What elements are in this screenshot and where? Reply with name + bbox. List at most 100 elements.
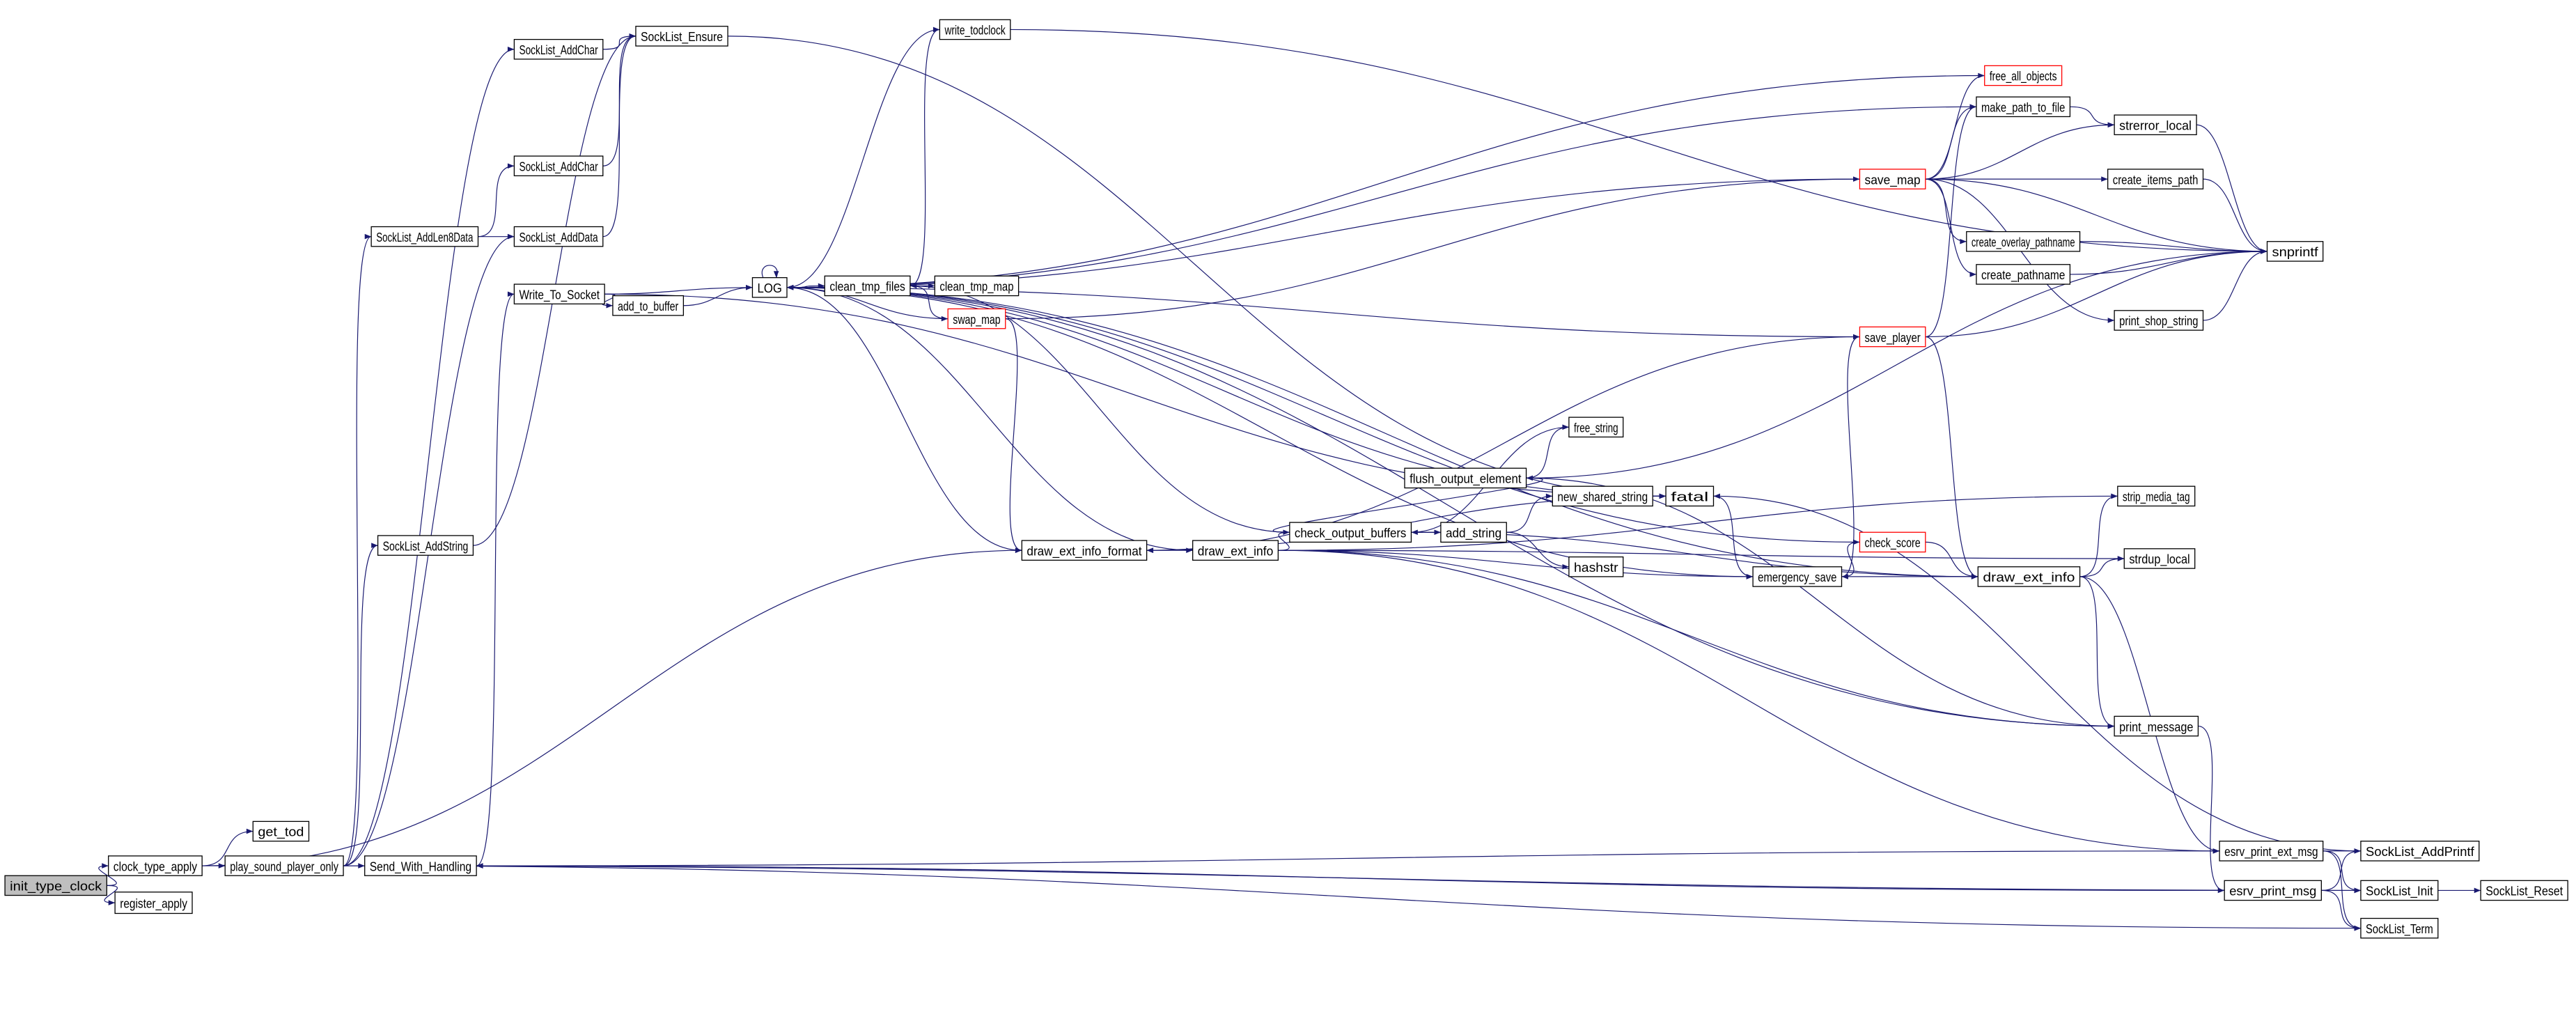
graph-node-clean-tmp-files[interactable]: clean_tmp_files xyxy=(824,275,911,297)
graph-node-fatal[interactable]: fatal xyxy=(1665,485,1715,507)
edge-emergency-save-to-check-score xyxy=(1841,541,1860,577)
node-label: init_type_clock xyxy=(10,879,102,894)
graph-node-strip-media-tag[interactable]: strip_media_tag xyxy=(2117,485,2196,507)
edge-clock-type-apply-to-draw-ext-info-format xyxy=(202,550,1022,866)
edge-create-pathname-to-snprintf xyxy=(2070,251,2267,275)
graph-node-socklist-addstring[interactable]: SockList_AddString xyxy=(377,535,474,556)
node-label: check_output_buffers xyxy=(1295,525,1406,540)
graph-node-add-string[interactable]: add_string xyxy=(1440,522,1507,543)
node-box xyxy=(377,535,474,556)
graph-node-print-message[interactable]: print_message xyxy=(2114,715,2199,737)
arrowhead xyxy=(2261,249,2267,254)
arrowhead xyxy=(773,271,779,278)
node-label: SockList_AddString xyxy=(383,538,469,554)
graph-node-add-to-buffer[interactable]: add_to_buffer xyxy=(612,295,685,316)
graph-node-create-pathname[interactable]: create_pathname xyxy=(1976,264,2071,285)
graph-node-emergency-save[interactable]: emergency_save xyxy=(1752,566,1843,587)
graph-node-draw-ext-info-1[interactable]: draw_ext_info xyxy=(1192,540,1279,561)
edge-free-all-objects-to-log xyxy=(786,75,1985,288)
graph-node-write-todclock[interactable]: write_todclock xyxy=(939,19,1011,40)
graph-node-check-score[interactable]: check_score xyxy=(1859,531,1926,553)
node-label: hashstr xyxy=(1574,560,1618,575)
graph-node-save-map[interactable]: save_map xyxy=(1859,169,1926,189)
graph-node-create-overlay-pathname[interactable]: create_overlay_pathname xyxy=(1966,231,2081,252)
node-box xyxy=(513,38,604,60)
node-label: SockList_AddData xyxy=(519,230,598,245)
node-label: add_to_buffer xyxy=(618,299,678,314)
node-label: write_todclock xyxy=(944,23,1006,38)
node-box xyxy=(2114,715,2199,737)
graph-node-esrv-print-msg[interactable]: esrv_print_msg xyxy=(2224,880,2322,901)
node-box xyxy=(1021,540,1148,561)
graph-node-hashstr[interactable]: hashstr xyxy=(1568,556,1624,577)
node-label: SockList_Init xyxy=(2366,884,2433,899)
graph-node-socklist-term[interactable]: SockList_Term xyxy=(2360,917,2439,939)
node-label: LOG xyxy=(758,281,782,295)
graph-node-socklist-init[interactable]: SockList_Init xyxy=(2360,880,2439,901)
graph-node-swap-map[interactable]: swap_map xyxy=(947,308,1006,329)
edge-send-with-handling-to-write-to-socket xyxy=(476,293,515,866)
node-box xyxy=(2107,169,2204,189)
arrowhead xyxy=(606,302,613,309)
graph-node-print-shop-string[interactable]: print_shop_string xyxy=(2114,310,2204,331)
node-label: draw_ext_info xyxy=(1983,570,2075,585)
node-box xyxy=(1859,531,1926,553)
node-box xyxy=(1192,540,1279,561)
edge-save-player-to-snprintf xyxy=(1925,251,2267,338)
graph-node-make-path-to-file[interactable]: make_path_to_file xyxy=(1976,96,2071,118)
node-box xyxy=(1404,467,1527,489)
graph-node-socklist-adddata[interactable]: SockList_AddData xyxy=(513,226,604,247)
node-label: Write_To_Socket xyxy=(519,287,600,302)
graph-node-free-string[interactable]: free_string xyxy=(1568,417,1624,438)
edge-save-player-to-make-path-to-file xyxy=(1925,106,1976,338)
node-box xyxy=(1977,566,2081,587)
arrowhead xyxy=(786,285,794,290)
arrowhead xyxy=(910,283,917,289)
graph-node-draw-ext-info-2[interactable]: draw_ext_info xyxy=(1977,566,2081,587)
arrowhead xyxy=(1146,547,1154,553)
graph-node-new-shared-string[interactable]: new_shared_string xyxy=(1552,485,1653,507)
graph-node-socklist-addprintf[interactable]: SockList_AddPrintf xyxy=(2360,841,2480,862)
graph-node-save-player[interactable]: save_player xyxy=(1859,326,1926,348)
node-box xyxy=(114,892,193,914)
edge-add-to-buffer-to-log xyxy=(683,287,753,306)
graph-node-send-with-handling[interactable]: Send_With_Handling xyxy=(364,855,477,876)
graph-node-create-items-path[interactable]: create_items_path xyxy=(2107,169,2204,189)
graph-node-socklist-reset[interactable]: SockList_Reset xyxy=(2480,880,2568,901)
arrowhead xyxy=(1411,529,1418,536)
graph-node-write-to-socket[interactable]: Write_To_Socket xyxy=(513,283,605,305)
graph-node-get-tod[interactable]: get_tod xyxy=(252,820,310,842)
graph-node-play-sound-player-only[interactable]: play_sound_player_only xyxy=(224,855,344,876)
node-label: get_tod xyxy=(258,825,304,840)
graph-node-strdup-local[interactable]: strdup_local xyxy=(2123,548,2196,569)
graph-node-check-output-buffers[interactable]: check_output_buffers xyxy=(1289,522,1412,543)
graph-node-log[interactable]: LOG xyxy=(751,277,788,298)
graph-node-socklist-ensure[interactable]: SockList_Ensure xyxy=(635,26,728,47)
node-label: play_sound_player_only xyxy=(230,859,338,874)
arrowhead xyxy=(1960,238,1967,244)
graph-node-clean-tmp-map[interactable]: clean_tmp_map xyxy=(934,275,1020,297)
edge-socklist-addchar-1-to-socklist-ensure xyxy=(602,36,636,50)
graph-node-strerror-local[interactable]: strerror_local xyxy=(2114,114,2197,136)
graph-node-free-all-objects[interactable]: free_all_objects xyxy=(1984,65,2063,86)
graph-node-draw-ext-info-format[interactable]: draw_ext_info_format xyxy=(1021,540,1148,561)
graph-node-socklist-addchar-2[interactable]: SockList_AddChar xyxy=(513,155,604,177)
node-label: print_message xyxy=(2119,719,2193,735)
edge-play-sound-player-only-to-socklist-term xyxy=(343,865,2361,929)
node-box xyxy=(2360,841,2480,862)
edge-clock-type-apply-to-get-tod xyxy=(202,830,253,866)
node-box xyxy=(2123,548,2196,569)
graph-node-socklist-addchar-1[interactable]: SockList_AddChar xyxy=(513,38,604,60)
node-label: free_all_objects xyxy=(1990,69,2057,84)
graph-node-socklist-addlen8data[interactable]: SockList_AddLen8Data xyxy=(370,226,479,247)
node-label: snprintf xyxy=(2272,244,2319,259)
graph-node-clock-type-apply[interactable]: clock_type_apply xyxy=(108,855,203,876)
node-label: add_string xyxy=(1446,525,1501,540)
graph-node-register-apply[interactable]: register_apply xyxy=(114,892,193,914)
node-box xyxy=(1568,556,1624,577)
graph-node-snprintf[interactable]: snprintf xyxy=(2266,241,2324,262)
graph-node-esrv-print-ext-msg[interactable]: esrv_print_ext_msg xyxy=(2219,841,2324,862)
node-box xyxy=(934,275,1020,297)
graph-node-flush-output-element[interactable]: flush_output_element xyxy=(1404,467,1527,489)
arrowhead xyxy=(371,543,378,548)
